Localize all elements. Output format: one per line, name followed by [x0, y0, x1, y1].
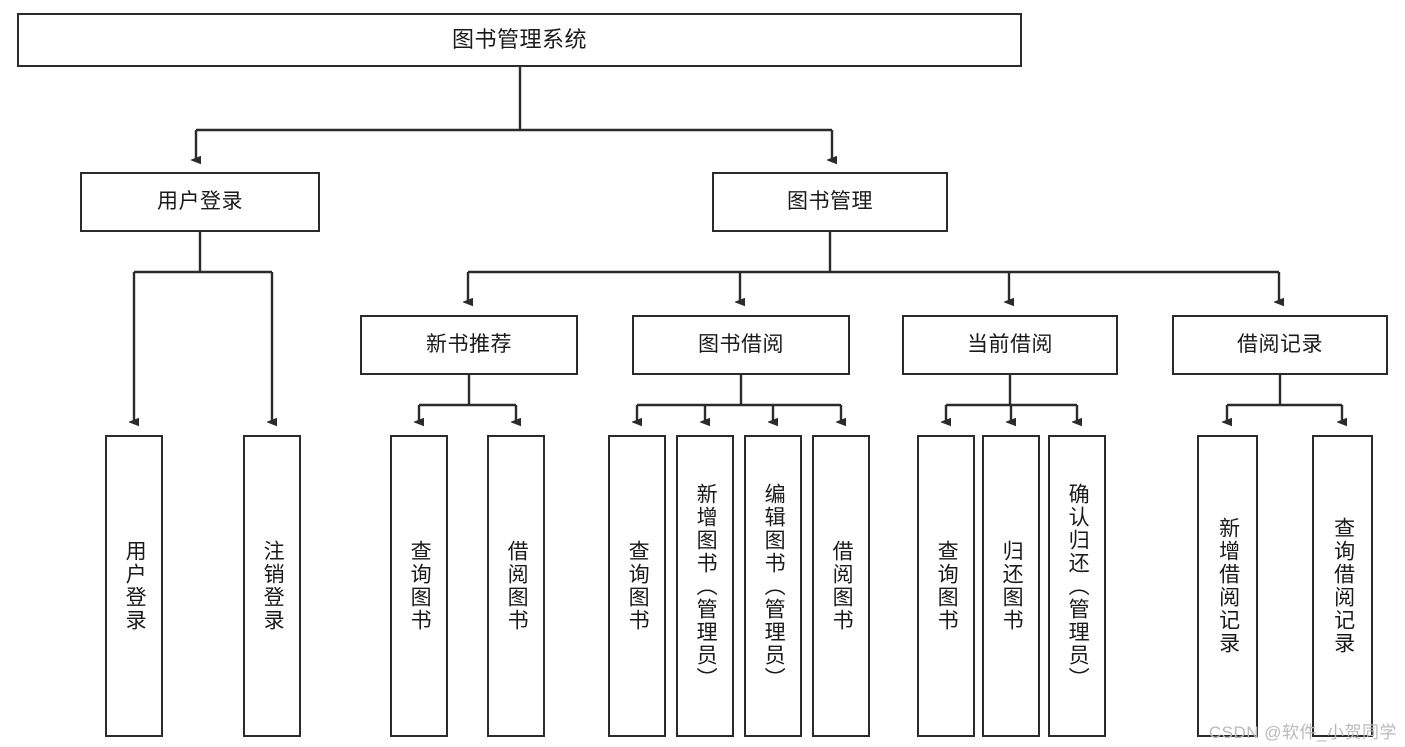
leaf-logout-label: 注销登录: [261, 540, 285, 632]
leaf-borrow-book-borrow[interactable]: 借阅图书: [812, 435, 870, 737]
leaf-add-book-admin-label: 新增图书（管理员）: [694, 482, 718, 690]
leaf-return-book-label: 归还图书: [1000, 540, 1024, 632]
node-book-borrow-label: 图书借阅: [698, 333, 784, 357]
node-user-login-label: 用户登录: [157, 190, 243, 214]
leaf-query-book-recommend-label: 查询图书: [408, 540, 432, 632]
leaf-edit-book-admin-label: 编辑图书（管理员）: [762, 482, 786, 690]
node-book-borrow[interactable]: 图书借阅: [632, 315, 850, 375]
node-root-label: 图书管理系统: [451, 26, 587, 52]
leaf-query-borrow-record-label: 查询借阅记录: [1331, 517, 1355, 655]
leaf-query-book-borrow[interactable]: 查询图书: [608, 435, 666, 737]
node-new-book-recommend-label: 新书推荐: [426, 333, 512, 357]
leaf-borrow-book-recommend[interactable]: 借阅图书: [487, 435, 545, 737]
leaf-query-book-recommend[interactable]: 查询图书: [390, 435, 448, 737]
leaf-query-borrow-record[interactable]: 查询借阅记录: [1312, 435, 1373, 737]
leaf-user-login-label: 用户登录: [123, 540, 147, 632]
node-user-login[interactable]: 用户登录: [80, 172, 320, 232]
leaf-user-login[interactable]: 用户登录: [105, 435, 163, 737]
leaf-add-borrow-record-label: 新增借阅记录: [1216, 517, 1240, 655]
node-new-book-recommend[interactable]: 新书推荐: [360, 315, 578, 375]
leaf-query-book-borrow-label: 查询图书: [626, 540, 650, 632]
leaf-confirm-return-admin-label: 确认归还（管理员）: [1066, 482, 1090, 690]
watermark: CSDN @软件_小贺同学: [1208, 723, 1397, 742]
leaf-query-book-current-label: 查询图书: [935, 540, 959, 632]
leaf-borrow-book-borrow-label: 借阅图书: [830, 540, 854, 632]
node-current-borrow-label: 当前借阅: [967, 333, 1053, 357]
node-root[interactable]: 图书管理系统: [17, 13, 1022, 67]
leaf-add-book-admin[interactable]: 新增图书（管理员）: [676, 435, 734, 737]
node-book-manage-label: 图书管理: [787, 190, 873, 214]
leaf-add-borrow-record[interactable]: 新增借阅记录: [1197, 435, 1258, 737]
node-book-manage[interactable]: 图书管理: [712, 172, 948, 232]
leaf-logout[interactable]: 注销登录: [243, 435, 301, 737]
leaf-return-book[interactable]: 归还图书: [982, 435, 1040, 737]
leaf-confirm-return-admin[interactable]: 确认归还（管理员）: [1048, 435, 1106, 737]
leaf-borrow-book-recommend-label: 借阅图书: [505, 540, 529, 632]
leaf-edit-book-admin[interactable]: 编辑图书（管理员）: [744, 435, 802, 737]
node-current-borrow[interactable]: 当前借阅: [902, 315, 1118, 375]
node-borrow-record[interactable]: 借阅记录: [1172, 315, 1388, 375]
leaf-query-book-current[interactable]: 查询图书: [917, 435, 975, 737]
node-borrow-record-label: 借阅记录: [1237, 333, 1323, 357]
